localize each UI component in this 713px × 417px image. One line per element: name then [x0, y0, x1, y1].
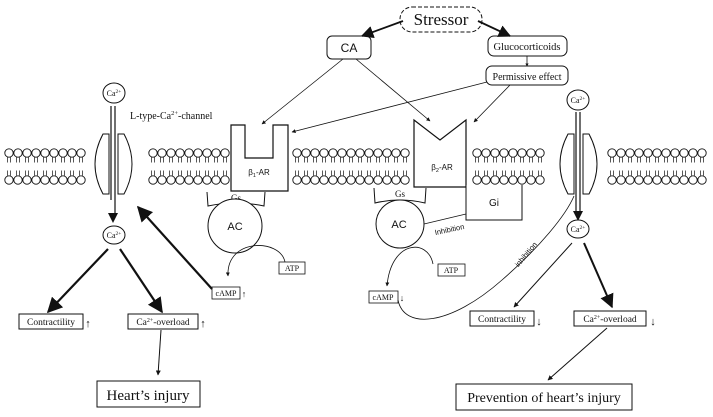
ca-symbol: Ca — [107, 89, 116, 98]
beta2-ar-label: β2-AR — [431, 163, 453, 174]
left-overload-label: Ca2+-overload — [136, 318, 190, 328]
ac-enzyme-left: AC — [207, 198, 263, 254]
stressor-node: Stressor — [399, 6, 483, 33]
right-contractility-down: ↓ — [536, 316, 542, 328]
inhibition-label-channel: inhibition — [513, 240, 539, 268]
stressor-label: Stressor — [414, 10, 469, 29]
right-ca-channel — [559, 112, 598, 221]
arrow-ca-to-beta1 — [261, 58, 344, 125]
arrow-camp-to-channel — [136, 205, 213, 290]
atp-to-camp-arrow-right — [385, 247, 434, 287]
gi-protein: Gi — [465, 185, 523, 221]
inhibition-label-gi: Inhibition — [434, 222, 465, 237]
glucocorticoids-label: Glucocorticoids — [493, 42, 560, 53]
svg-text:Ca2+: Ca2+ — [571, 225, 586, 234]
ca-charge: 2+ — [116, 89, 122, 95]
right-overload-label: Ca2+-overload — [583, 315, 637, 325]
arrow-left-ca-to-contractility — [46, 248, 109, 314]
camp-label-right: cAMP — [373, 293, 394, 302]
left-overload-up: ↑ — [200, 318, 206, 330]
cell-membrane — [4, 148, 707, 185]
ac-label-left: AC — [227, 221, 242, 233]
beta1-ar-receptor: β1-AR — [230, 124, 289, 192]
arrow-right-ca-to-contractility — [513, 242, 573, 308]
arrow-left-ca-to-overload — [119, 248, 163, 314]
arrow-permissive-to-beta2 — [473, 84, 511, 123]
arrow-right-ca-to-overload — [583, 242, 614, 309]
permissive-effect-node: Permissive effect — [485, 65, 569, 86]
camp-box-right: cAMP ↓ — [368, 290, 405, 304]
right-contractility-label: Contractility — [478, 315, 526, 325]
left-overload-box: Ca2+-overload ↑ — [127, 313, 206, 330]
prevention-box: Prevention of heart’s injury — [455, 383, 633, 411]
atp-to-camp-arrow-left — [225, 245, 286, 277]
beta1-ar-label: β1-AR — [248, 168, 270, 179]
right-overload-box: Ca2+-overload ↓ — [573, 310, 656, 328]
atp-label-left: ATP — [285, 264, 300, 273]
left-contractility-up: ↑ — [85, 318, 91, 330]
svg-text:Ca2+: Ca2+ — [107, 89, 122, 98]
right-ca-ion-inside: Ca2+ — [566, 219, 590, 239]
l-type-ca-channel — [94, 106, 133, 223]
heart-injury-label: Heart’s injury — [107, 388, 190, 404]
camp-down-right: ↓ — [400, 293, 405, 303]
gi-label: Gi — [489, 198, 499, 209]
permissive-effect-label: Permissive effect — [493, 72, 562, 83]
left-contractility-label: Contractility — [27, 318, 75, 328]
camp-up-left: ↑ — [242, 289, 247, 299]
heart-injury-box: Heart’s injury — [96, 380, 201, 408]
right-overload-down: ↓ — [650, 316, 656, 328]
prevention-label: Prevention of heart’s injury — [467, 391, 621, 406]
arrow-overload-to-prevention — [547, 327, 608, 381]
arrow-stressor-to-glucocorticoids — [477, 20, 512, 37]
gi-inhibits-ac — [423, 213, 467, 225]
left-ca-ion-top: Ca2+ — [102, 82, 126, 104]
atp-box-left: ATP — [278, 261, 306, 275]
svg-text:Ca2+: Ca2+ — [571, 96, 586, 105]
atp-box-right: ATP — [437, 263, 466, 277]
left-ca-ion-inside: Ca2+ — [102, 225, 126, 245]
camp-box-left: cAMP ↑ — [211, 286, 247, 300]
svg-text:Ca2+: Ca2+ — [107, 231, 122, 240]
beta2-ar-receptor: β2-AR — [413, 118, 467, 188]
ac-label-right: AC — [391, 219, 406, 231]
arrow-stressor-to-ca — [360, 20, 404, 39]
glucocorticoids-node: Glucocorticoids — [487, 35, 568, 57]
camp-label-left: cAMP — [216, 289, 237, 298]
right-ca-ion-top: Ca2+ — [566, 89, 590, 111]
right-contractility-box: Contractility ↓ — [469, 310, 542, 328]
arrow-overload-to-injury — [155, 329, 162, 376]
gs-label-left: Gs — [231, 193, 241, 203]
atp-label-right: ATP — [444, 266, 459, 275]
l-type-channel-label: L-type-Ca2+-channel — [130, 110, 213, 122]
arrow-permissive-to-beta1 — [291, 81, 488, 134]
arrow-ca-to-beta2 — [355, 58, 431, 122]
ca-label: CA — [341, 41, 358, 55]
ca-node: CA — [326, 35, 372, 60]
left-contractility-box: Contractility ↑ — [18, 313, 91, 330]
gs-label-right: Gs — [395, 189, 405, 199]
camp-inhibition-curve — [397, 195, 575, 320]
ac-enzyme-right: AC — [375, 199, 425, 249]
